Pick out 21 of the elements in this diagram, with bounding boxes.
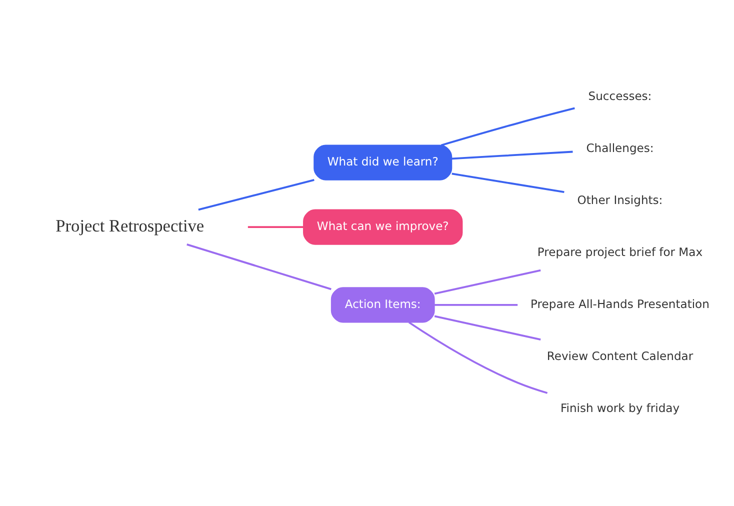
node-text: Project Retrospective <box>56 216 204 236</box>
node-box: What can we improve? <box>303 209 463 245</box>
connector <box>452 172 564 194</box>
connector <box>198 179 314 211</box>
connector <box>434 304 518 306</box>
node-text: Finish work by friday <box>560 400 680 415</box>
connector <box>434 269 541 295</box>
connector <box>408 322 548 394</box>
node-text: Other Insights: <box>577 193 663 208</box>
node-text: Prepare All-Hands Presentation <box>530 296 710 311</box>
connector <box>434 315 541 341</box>
connector <box>440 107 575 146</box>
node-text: Challenges: <box>586 141 654 156</box>
node-text: Prepare project brief for Max <box>537 244 703 259</box>
node-text: Successes: <box>588 89 652 104</box>
node-box: Action Items: <box>330 287 435 323</box>
node-text: Review Content Calendar <box>546 348 694 363</box>
connector <box>186 244 332 290</box>
connector <box>248 226 304 228</box>
node-box: What did we learn? <box>314 144 452 180</box>
connector <box>452 150 573 160</box>
